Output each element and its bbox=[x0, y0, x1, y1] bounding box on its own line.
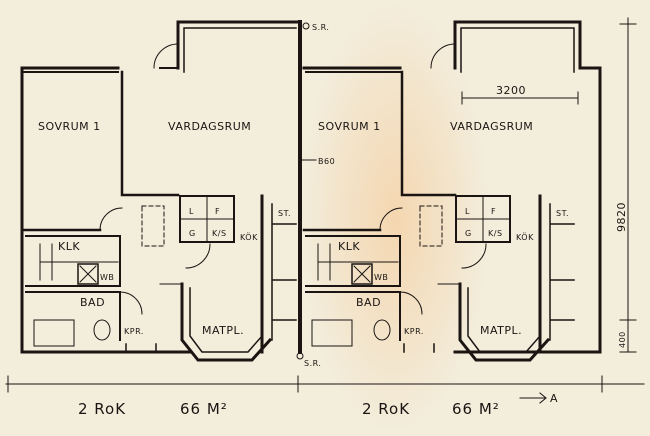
right-dining-bay-inner bbox=[467, 287, 542, 353]
right-closet-label: KLK bbox=[338, 240, 360, 253]
left-bedroom-partition bbox=[120, 70, 180, 197]
left-living-label: VARDAGSRUM bbox=[168, 120, 251, 133]
right-l-label: L bbox=[465, 207, 470, 216]
left-kitchen-door-swing bbox=[185, 243, 211, 269]
left-bedroom-door-swing bbox=[99, 207, 123, 231]
left-bay-window-inner bbox=[183, 27, 297, 73]
right-f-label: F bbox=[491, 207, 496, 216]
left-dining-bay-inner bbox=[189, 287, 264, 353]
bottom-dimension-line bbox=[5, 375, 645, 393]
left-bathtub bbox=[33, 319, 75, 347]
right-living-door-swing bbox=[430, 43, 456, 69]
right-unit-area: 66 M² bbox=[452, 400, 500, 418]
right-bay-window-inner bbox=[460, 27, 575, 73]
left-bath-door-swing bbox=[119, 291, 143, 315]
sr-bottom-marker bbox=[296, 352, 304, 360]
right-exterior-wall bbox=[453, 66, 602, 354]
sr-bottom-label: S.R. bbox=[304, 359, 321, 368]
sr-top-marker bbox=[302, 22, 310, 30]
left-unit-type: 2 RoK bbox=[78, 400, 126, 418]
left-kitchen-label: KÖK bbox=[240, 232, 258, 242]
left-ks-label: K/S bbox=[212, 229, 227, 238]
right-wb-box bbox=[351, 263, 373, 285]
left-wb-box bbox=[77, 263, 99, 285]
right-appliance-grid bbox=[455, 195, 511, 243]
left-kpr-label: KPR. bbox=[124, 327, 144, 336]
section-mark-label: A bbox=[550, 392, 558, 405]
left-wb-label: WB bbox=[100, 273, 114, 282]
right-kitchen-label: KÖK bbox=[516, 232, 534, 242]
right-bath-door-swing bbox=[399, 291, 423, 315]
right-unit bbox=[302, 20, 602, 362]
right-dining-bay bbox=[458, 282, 551, 362]
left-unit bbox=[20, 20, 302, 362]
left-dining-label: MATPL. bbox=[202, 324, 244, 337]
left-toilet bbox=[93, 319, 111, 341]
right-dining-label: MATPL. bbox=[480, 324, 522, 337]
offset-dimension-label: 400 bbox=[618, 331, 627, 348]
right-kitchen-island bbox=[419, 205, 443, 247]
left-bath-walls bbox=[25, 291, 121, 341]
right-living-label: VARDAGSRUM bbox=[450, 120, 533, 133]
right-kpr-frame bbox=[403, 343, 435, 353]
right-storage bbox=[549, 203, 575, 341]
right-kpr-label: KPR. bbox=[404, 327, 424, 336]
width-dimension-label: 3200 bbox=[496, 84, 526, 97]
left-storage-label: ST. bbox=[278, 209, 291, 218]
left-dining-bay bbox=[180, 282, 273, 362]
right-ks-label: K/S bbox=[488, 229, 503, 238]
left-g-label: G bbox=[189, 229, 196, 238]
wall-type-label: B60 bbox=[318, 157, 335, 166]
left-exterior-wall bbox=[20, 66, 192, 354]
right-bedroom-partition bbox=[400, 70, 457, 197]
left-closet bbox=[25, 235, 121, 287]
right-wb-label: WB bbox=[374, 273, 388, 282]
right-closet bbox=[305, 235, 401, 287]
right-bedroom-door-swing bbox=[379, 207, 403, 231]
left-kpr-frame bbox=[125, 343, 157, 353]
depth-dimension-line bbox=[619, 17, 637, 353]
left-closet-shelves bbox=[39, 243, 119, 281]
left-l-label: L bbox=[189, 207, 194, 216]
left-f-label: F bbox=[215, 207, 220, 216]
left-bath-label: BAD bbox=[80, 296, 105, 309]
right-closet-shelves bbox=[317, 243, 399, 281]
right-bay-window bbox=[453, 20, 582, 70]
right-kitchen-door-swing bbox=[461, 243, 487, 269]
width-dimension-line bbox=[461, 91, 579, 105]
right-bath-label: BAD bbox=[356, 296, 381, 309]
depth-dimension-label: 9820 bbox=[615, 202, 628, 232]
left-bedroom-label: SOVRUM 1 bbox=[38, 120, 101, 133]
left-unit-area: 66 M² bbox=[180, 400, 228, 418]
left-wb-cross bbox=[79, 265, 97, 283]
right-unit-type: 2 RoK bbox=[362, 400, 410, 418]
right-bedroom-label: SOVRUM 1 bbox=[318, 120, 381, 133]
left-bay-window bbox=[176, 20, 302, 70]
right-wb-cross bbox=[353, 265, 371, 283]
right-g-label: G bbox=[465, 229, 472, 238]
section-arrow bbox=[519, 392, 547, 404]
left-kitchen-island bbox=[141, 205, 165, 247]
right-storage-label: ST. bbox=[556, 209, 569, 218]
left-closet-label: KLK bbox=[58, 240, 80, 253]
sr-top-label: S.R. bbox=[312, 23, 329, 32]
right-bath-walls bbox=[305, 291, 401, 341]
left-appliance-grid bbox=[179, 195, 235, 243]
right-toilet bbox=[373, 319, 391, 341]
left-storage bbox=[271, 203, 297, 341]
right-bathtub bbox=[311, 319, 353, 347]
left-living-door-swing bbox=[153, 43, 179, 69]
